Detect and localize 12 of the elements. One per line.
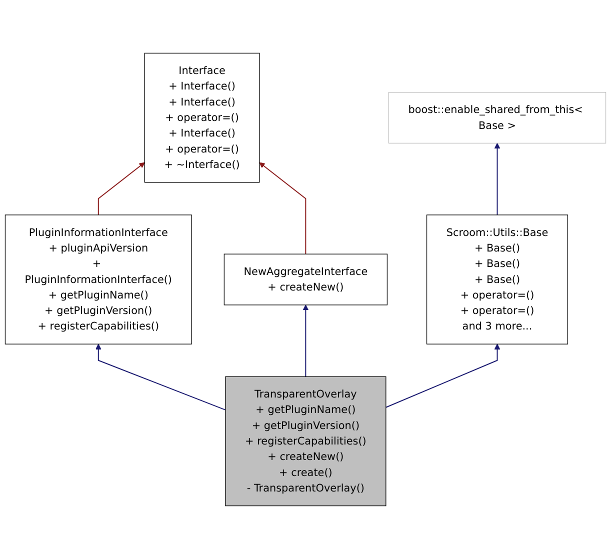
node-box: Scroom::Utils::Base + Base() + Base() + Base() + operator=() + operator=() and 3 more...	[426, 214, 568, 344]
arrow	[302, 304, 309, 378]
node-box: TransparentOverlay + getPluginName() + getPluginVersion() + registerCapabilities() + createNew() + create() - TransparentOverlay()	[225, 376, 386, 506]
arrow	[494, 142, 500, 216]
arrow	[96, 344, 226, 410]
node-box: boost::enable_shared_from_this< Base >	[388, 92, 606, 144]
node-box: PluginInformationInterface + pluginApiVersion + PluginInformationInterface() + getPluginName() + getPluginVersion() + registerCapabilities()	[4, 214, 192, 344]
node-box: NewAggregateInterface + createNew()	[224, 254, 388, 306]
node-box: Interface + Interface() + Interface() + operator=() + Interface() + operator=() + ~Interface()	[144, 52, 260, 183]
arrow	[98, 162, 145, 216]
arrow	[385, 344, 500, 408]
arrow	[259, 162, 306, 255]
